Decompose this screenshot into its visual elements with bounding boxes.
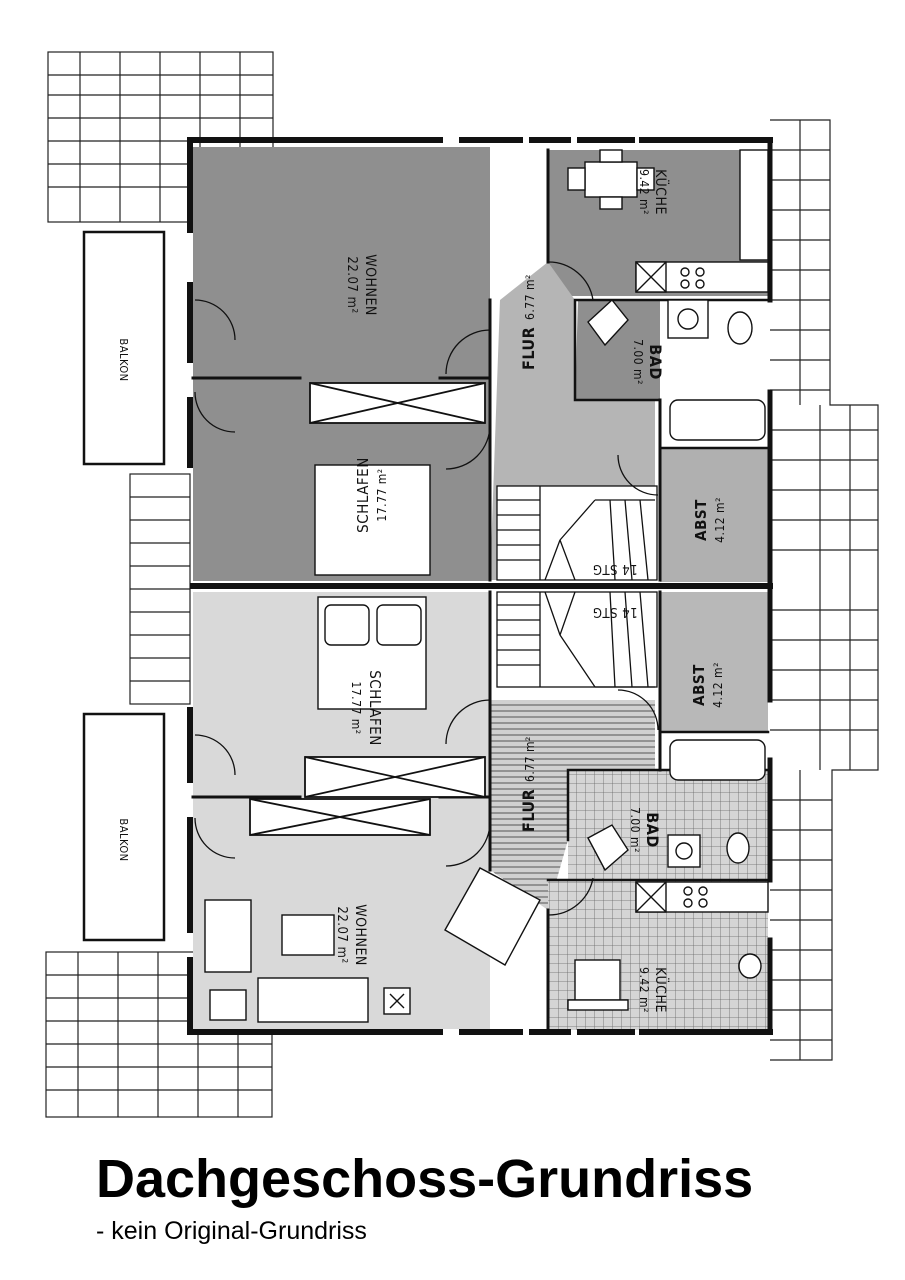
floor-plan: WOHNEN 22.07 m² KÜCHE 9.42 m² BAD 7.00 m… [45,51,879,1118]
lower-bad-area: 7.00 m² [628,807,642,853]
upper-balkon-name: BALKON [117,338,130,381]
upper-flur-label: FLUR 6.77 m² [519,274,538,370]
lower-wohnen-name: WOHNEN [352,904,368,966]
lower-stair-label: 14 STG [592,604,637,619]
upper-kueche-label: KÜCHE 9.42 m² [637,169,670,215]
walls [187,137,773,1035]
lower-wohnen-area: 22.07 m² [334,906,349,963]
lower-schlafen-name: SCHLAFEN [366,670,384,746]
lower-schlafen-area: 17.77 m² [349,681,363,734]
lower-bad-name: BAD [643,812,662,848]
upper-schlafen-name: SCHLAFEN [354,457,372,533]
upper-wohnen-label: WOHNEN 22.07 m² [344,254,378,316]
wardrobes [249,382,486,836]
upper-schlafen-label: SCHLAFEN 17.77 m² [354,457,389,533]
lower-bad-label: BAD 7.00 m² [628,807,662,853]
upper-abst-label: ABST 4.12 m² [692,497,727,543]
lower-balkon-name: BALKON [117,818,130,861]
upper-balkon-label: BALKON [117,338,130,381]
kitchen-units [635,149,769,913]
balconies [82,230,166,942]
upper-kueche-name: KÜCHE [652,169,670,215]
lower-flur-name: FLUR [519,789,538,832]
upper-flur-area: 6.77 m² [523,274,537,320]
lower-abst-label: ABST 4.12 m² [690,662,725,708]
lower-abst-name: ABST [690,664,708,706]
upper-stair-text: 14 STG [592,561,637,576]
page-title: Dachgeschoss-Grundriss [96,1149,754,1209]
stairs [496,485,658,688]
upper-schlafen-area: 17.77 m² [375,468,389,521]
lower-abst-area: 4.12 m² [711,662,725,708]
lower-flur-area: 6.77 m² [523,736,537,782]
upper-bad-name: BAD [646,344,665,380]
upper-wohnen-name: WOHNEN [362,254,378,316]
lower-kueche-name: KÜCHE [652,967,670,1013]
page-subtitle: - kein Original-Grundriss [96,1217,367,1245]
lower-kueche-label: KÜCHE 9.42 m² [637,967,670,1013]
upper-stair-label: 14 STG [592,561,637,576]
upper-abst-area: 4.12 m² [713,497,727,543]
upper-unit [193,147,768,582]
lower-kueche-area: 9.42 m² [637,967,651,1013]
upper-bad-label: BAD 7.00 m² [631,339,665,385]
upper-flur-name: FLUR [519,327,538,370]
upper-bad-area: 7.00 m² [631,339,645,385]
lower-balkon-label: BALKON [117,818,130,861]
roof-slope-zones [45,51,879,1118]
door-swings [194,261,659,916]
lower-stair-text: 14 STG [592,604,637,619]
upper-wohnen-area: 22.07 m² [344,256,359,313]
lower-flur-label: FLUR 6.77 m² [519,736,538,832]
upper-abst-name: ABST [692,499,710,541]
lower-wohnen-label: WOHNEN 22.07 m² [334,904,368,966]
lower-schlafen-label: SCHLAFEN 17.77 m² [349,670,384,746]
upper-kueche-area: 9.42 m² [637,169,651,215]
furniture [204,149,766,1023]
